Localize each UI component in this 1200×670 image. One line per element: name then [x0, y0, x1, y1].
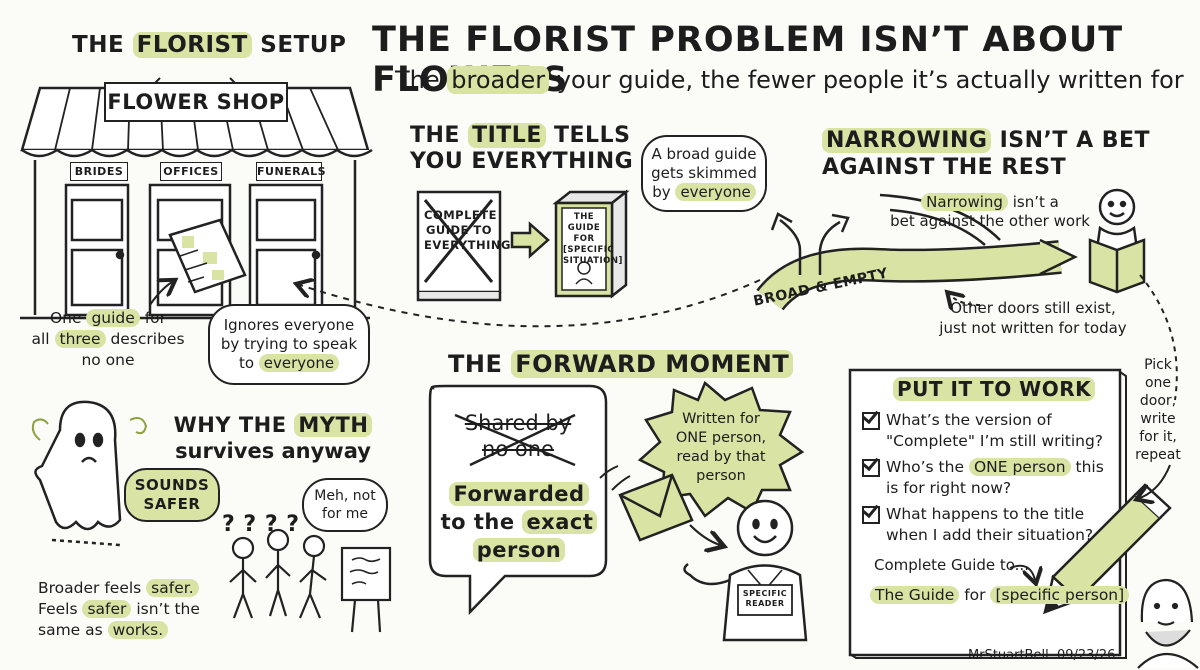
notice-board [340, 546, 392, 633]
complete-guide-arrow [1009, 564, 1035, 580]
forwarded-text: Forwarded to the exact person [436, 480, 602, 564]
check-icon [862, 459, 880, 477]
shop-caption-arrow [149, 282, 172, 306]
forward-moment-heading: THE FORWARD MOMENT [448, 350, 794, 378]
work-checklist: What’s the version of"Complete" I’m stil… [862, 410, 1112, 546]
envelope-arrow [689, 524, 720, 545]
shop-sign: FLOWER SHOP [104, 82, 288, 122]
shop-caption: One guide for all three describes no one [31, 309, 185, 369]
work-item-1: What’s the version of"Complete" I’m stil… [862, 410, 1112, 452]
complete-guide-book-text: COMPLETE GUIDE TO EVERYTHING [424, 208, 511, 252]
dashed-return-arrow [300, 280, 761, 328]
question-marks: ? ? ? ? [222, 512, 300, 537]
specific-reader-badge: SPECIFIC READER [742, 589, 788, 608]
star-burst [637, 380, 805, 518]
specific-guide-book [552, 189, 630, 299]
check-icon [862, 506, 880, 524]
door-sign-brides: BRIDES [70, 162, 128, 181]
myth-heading: WHY THE MYTH survives anyway [173, 413, 373, 463]
shared-by-no-one: Shared by no one [464, 411, 572, 461]
title-tells-heading: THE TITLE TELLS YOU EVERYTHING [410, 123, 634, 174]
guide-for-specific-person: The Guide for [specific person] [870, 586, 1130, 604]
side-note: Pick one door, write for it, repeat [1135, 357, 1181, 463]
author-name: MrStuartBell [968, 648, 1049, 663]
other-doors-caption: Other doors still exist, just not writte… [939, 299, 1127, 337]
myth-caption: Broader feels safer. Feels safer isn’t t… [38, 579, 200, 639]
meh-bubble: Meh, not for me [302, 478, 388, 532]
transform-arrow [510, 221, 550, 259]
broad-guide-bubble: A broad guide gets skimmed by everyone [641, 135, 767, 212]
narrowing-note: Narrowing isn’t a bet against the other … [890, 193, 1090, 230]
door-sign-offices: OFFICES [160, 162, 222, 181]
sounds-safer-bubble: SOUNDS SAFER [124, 468, 220, 522]
reader-figure [1088, 188, 1146, 294]
road-paths [756, 193, 1078, 311]
footer-signature: MrStuartBell 09/23/26 [968, 648, 1115, 663]
doors-caption-arrow [950, 295, 981, 305]
door-sign-funerals: FUNERALS [256, 162, 326, 181]
side-note-arrow [1140, 464, 1171, 498]
narrowing-heading: NARROWING ISN’T A BET AGAINST THE REST [822, 128, 1151, 180]
star-burst-text: Written for ONE person, read by that per… [675, 411, 767, 484]
envelope-icon [618, 473, 694, 542]
footer-date: 09/23/26 [1056, 648, 1116, 663]
check-icon [862, 412, 880, 430]
author-avatar [1137, 578, 1199, 669]
complete-guide-book [416, 190, 502, 302]
florist-setup-heading: THE FLORIST SETUP [72, 32, 347, 58]
ignores-everyone-bubble: Ignores everyone by trying to speak to e… [208, 304, 370, 385]
work-box-frame [848, 368, 1122, 657]
specific-reader-figure [683, 499, 808, 642]
crowd-figures [229, 528, 327, 619]
put-it-to-work-heading: PUT IT TO WORK [893, 377, 1096, 401]
motion-lines [599, 465, 631, 491]
main-subtitle: The broader your guide, the fewer people… [395, 66, 1184, 94]
ghost-illustration [31, 400, 148, 547]
complete-guide-text: Complete Guide to... [874, 556, 1029, 574]
specific-guide-book-text: THE GUIDE FOR [SPECIFIC SITUATION] [563, 212, 623, 266]
